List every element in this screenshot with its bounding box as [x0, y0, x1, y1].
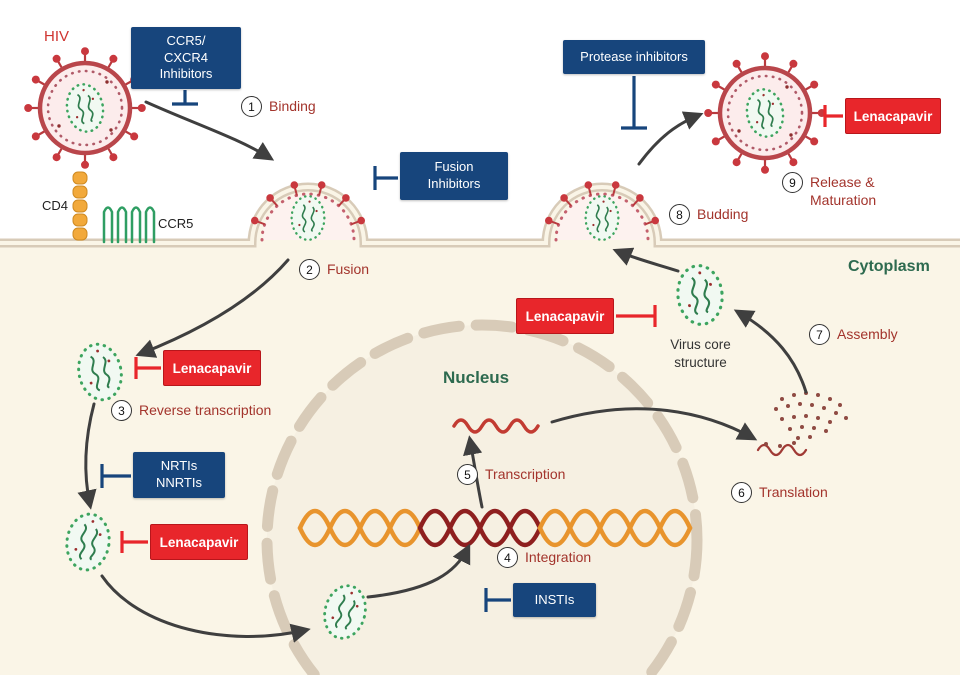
drug-box-lenacapavir-2: Lenacapavir: [150, 524, 248, 560]
step-label: Translation: [759, 484, 828, 500]
step-1-binding: 1 Binding: [241, 96, 316, 117]
arrow-release: [637, 111, 704, 166]
inhibit-lenacapavir-3: [616, 305, 657, 327]
step-number: 2: [299, 259, 320, 280]
step-number: 9: [782, 172, 803, 193]
inhibit-nrti: [100, 464, 131, 488]
step-label: Integration: [525, 549, 592, 565]
step-number: 1: [241, 96, 262, 117]
drug-box-lenacapavir-3: Lenacapavir: [516, 298, 614, 334]
step-9-release-maturation: 9 Release & Maturation: [782, 172, 876, 209]
drug-box-fusion-inhibitors: Fusion Inhibitors: [400, 152, 508, 200]
inhibit-ccr5-cxcr4: [172, 90, 198, 106]
drug-box-lenacapavir-1: Lenacapavir: [163, 350, 261, 386]
arrow-integration: [366, 543, 471, 599]
cd4-receptor: [72, 171, 88, 241]
hiv-virion: [24, 47, 146, 169]
ccr5-label: CCR5: [158, 216, 194, 231]
step-label: Reverse transcription: [139, 402, 272, 418]
cytoplasm-label: Cytoplasm: [848, 258, 930, 275]
proviral-dna: [297, 508, 693, 548]
step-number: 4: [497, 547, 518, 568]
step-number: 5: [457, 464, 478, 485]
inhibit-lenacapavir-1: [134, 357, 161, 379]
inhibit-lenacapavir-2: [120, 531, 148, 553]
arrow-translation: [550, 407, 758, 441]
virus-core-structure-label: Virus core structure: [670, 337, 731, 370]
ccr5-receptor: [102, 206, 156, 244]
mrna: [452, 418, 540, 434]
step-number: 8: [669, 204, 690, 225]
arrow-budding: [612, 247, 680, 273]
step-7-assembly: 7 Assembly: [809, 324, 898, 345]
arrow-assembly: [733, 309, 808, 394]
step-2-fusion: 2 Fusion: [299, 259, 369, 280]
drug-box-ccr5-cxcr4-inhibitors: CCR5/ CXCR4 Inhibitors: [131, 27, 241, 89]
hiv-label: HIV: [44, 28, 70, 45]
drug-box-instis: INSTIs: [513, 583, 596, 617]
step-label: Fusion: [327, 261, 370, 277]
step-5-transcription: 5 Transcription: [457, 464, 565, 485]
arrow-binding: [144, 100, 275, 161]
inhibit-protease: [621, 76, 647, 130]
arrow-nuclear-import: [100, 574, 311, 643]
drug-box-lenacapavir-4: Lenacapavir: [845, 98, 941, 134]
arrow-reverse-transcription: [77, 402, 97, 510]
drug-box-protease-inhibitors: Protease inhibitors: [563, 40, 705, 74]
step-4-integration: 4 Integration: [497, 547, 591, 568]
inhibit-lenacapavir-4: [823, 105, 843, 127]
step-label: Assembly: [837, 326, 898, 342]
step-label: Release & Maturation: [810, 174, 877, 208]
nucleus-label: Nucleus: [443, 368, 510, 387]
step-number: 3: [111, 400, 132, 421]
step-number: 7: [809, 324, 830, 345]
step-number: 6: [731, 482, 752, 503]
cell-membrane: [0, 182, 960, 248]
mature-virion: [704, 52, 826, 174]
step-6-translation: 6 Translation: [731, 482, 828, 503]
translation-ribosomes: [756, 391, 848, 457]
step-3-reverse-transcription: 3 Reverse transcription: [111, 400, 271, 421]
step-label: Budding: [697, 206, 749, 222]
step-label: Transcription: [485, 466, 566, 482]
step-8-budding: 8 Budding: [669, 204, 748, 225]
cd4-label: CD4: [42, 198, 69, 213]
drug-box-nrtis-nnrtis: NRTIs NNRTIs: [133, 452, 225, 498]
step-label: Binding: [269, 98, 316, 114]
inhibit-insti: [484, 588, 511, 612]
arrow-fusion: [135, 258, 290, 358]
inhibit-fusion: [373, 166, 398, 190]
